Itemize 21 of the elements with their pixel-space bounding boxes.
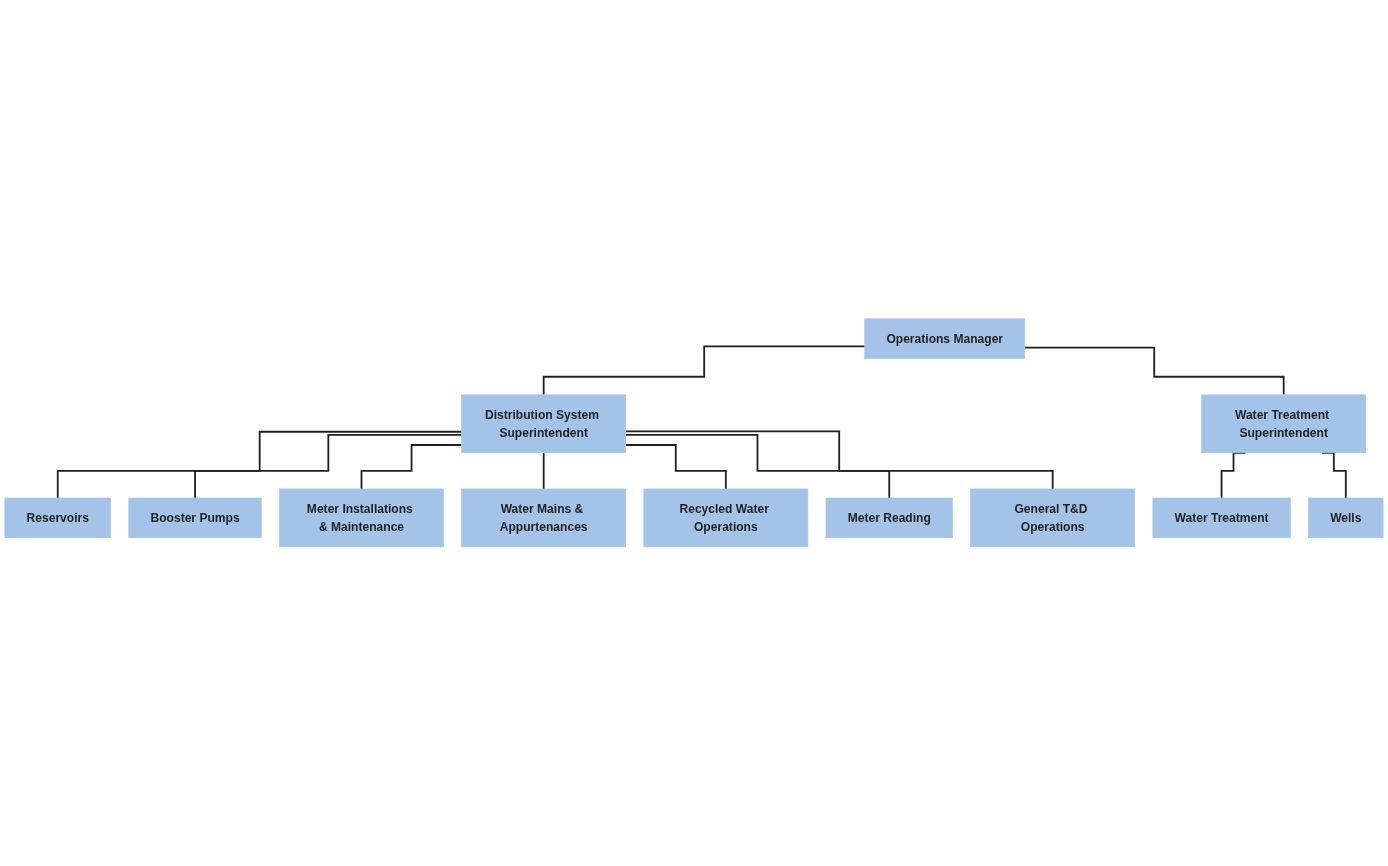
node-box: Booster Pumps [128,497,262,539]
connector [542,452,545,490]
node-box: Operations Manager [864,318,1026,360]
connector [624,444,727,490]
connector [56,431,463,500]
connector [194,434,463,500]
node-box: Meter Installations & Maintenance [279,488,444,548]
node-box: Water Treatment [1152,497,1291,539]
node-box: General T&D Operations [970,488,1135,548]
connector [1023,346,1285,396]
node-box: Water Treatment Superintendent [1201,394,1366,454]
node-box: Recycled Water Operations [643,488,809,548]
connector [624,430,1054,490]
connector [360,444,463,490]
node-box: Reservoirs [4,497,111,539]
node-box: Wells [1308,497,1384,539]
connector [542,345,866,396]
node-box: Meter Reading [825,497,953,539]
connector [624,434,891,500]
node-box: Distribution System Superintendent [461,394,626,454]
node-box: Water Mains & Appurtenances [461,488,626,548]
